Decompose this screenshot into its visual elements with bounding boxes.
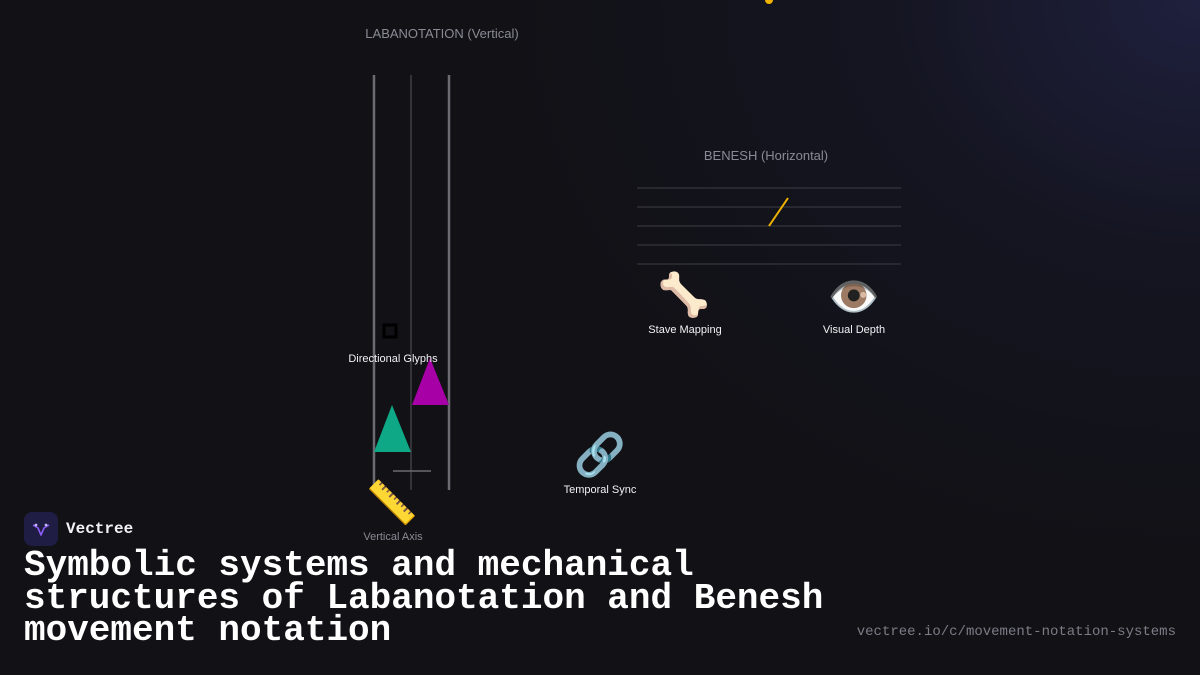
laban-section-title: LABANOTATION (Vertical) xyxy=(365,26,519,41)
source-url[interactable]: vectree.io/c/movement-notation-systems xyxy=(856,624,1176,640)
vertical-axis-label: Vertical Axis xyxy=(363,531,423,543)
brand: Vectree xyxy=(24,512,133,546)
accent-dot xyxy=(765,0,773,4)
magenta-direction-glyph xyxy=(412,358,449,405)
ruler-icon: 📏 xyxy=(365,478,419,527)
stave-mapping-label: Stave Mapping xyxy=(648,324,722,336)
page-headline: Symbolic systems and mechanical structur… xyxy=(24,545,824,651)
teal-direction-glyph xyxy=(374,405,411,452)
visual-depth-label: Visual Depth xyxy=(822,324,886,336)
vectree-logo-icon xyxy=(24,512,58,546)
benesh-section-title: BENESH (Horizontal) xyxy=(703,148,829,163)
eye-icon: 👁️ xyxy=(827,272,881,321)
link-icon: 🔗 xyxy=(573,430,627,479)
square-glyph xyxy=(382,323,398,339)
brand-name: Vectree xyxy=(66,520,134,538)
benesh-movement-stroke xyxy=(768,197,789,227)
bone-icon: 🦴 xyxy=(657,270,711,319)
directional-glyphs-label: Directional Glyphs xyxy=(348,353,438,365)
temporal-sync-label: Temporal Sync xyxy=(563,484,637,496)
